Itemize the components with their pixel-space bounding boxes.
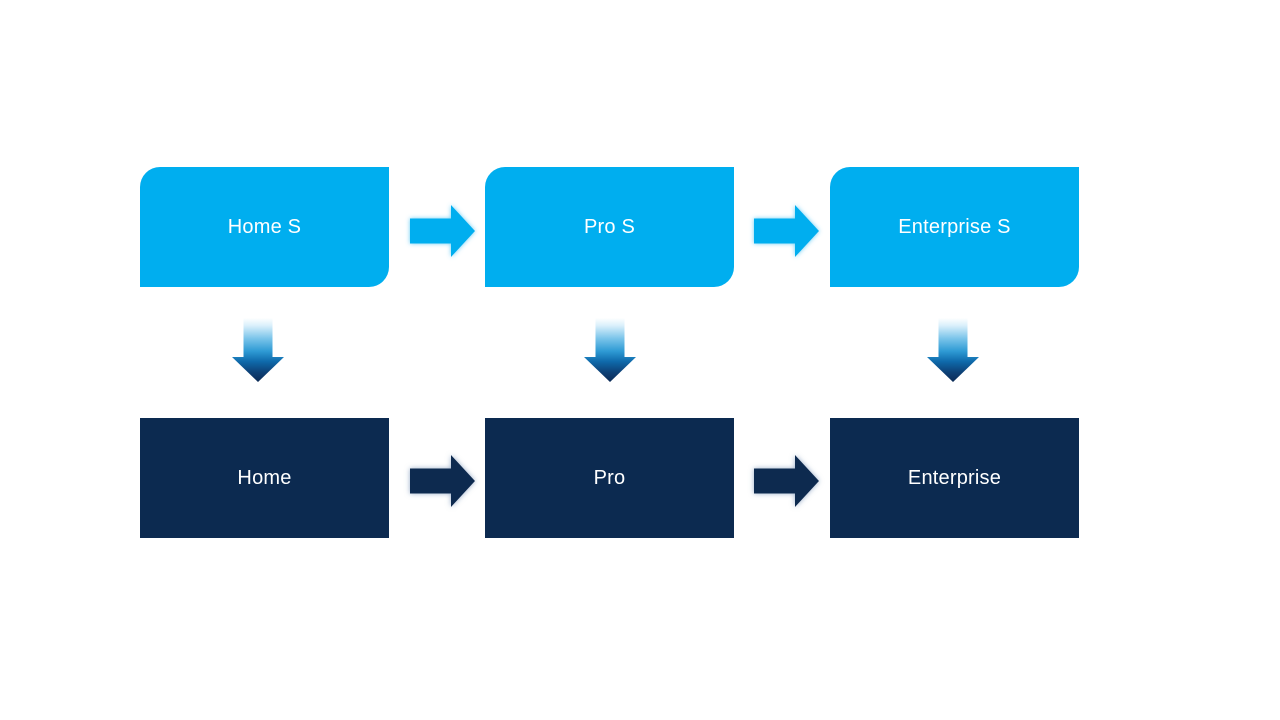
node-label: Enterprise S bbox=[898, 216, 1011, 238]
node-home[interactable]: Home bbox=[140, 418, 389, 538]
node-label: Home S bbox=[227, 216, 302, 238]
right-arrow-icon bbox=[754, 205, 819, 257]
node-enterprise[interactable]: Enterprise bbox=[830, 418, 1079, 538]
node-pro-s[interactable]: Pro S bbox=[485, 167, 734, 287]
node-label: Enterprise bbox=[907, 467, 1002, 489]
node-label: Pro S bbox=[583, 216, 636, 238]
node-home-s[interactable]: Home S bbox=[140, 167, 389, 287]
down-arrow-icon bbox=[927, 318, 979, 382]
node-enterprise-s[interactable]: Enterprise S bbox=[830, 167, 1079, 287]
down-arrow-icon bbox=[232, 318, 284, 382]
node-label: Home bbox=[237, 467, 292, 489]
down-arrow-icon bbox=[584, 318, 636, 382]
right-arrow-icon bbox=[410, 205, 475, 257]
node-pro[interactable]: Pro bbox=[485, 418, 734, 538]
right-arrow-icon bbox=[754, 455, 819, 507]
right-arrow-icon bbox=[410, 455, 475, 507]
node-label: Pro bbox=[593, 467, 626, 489]
